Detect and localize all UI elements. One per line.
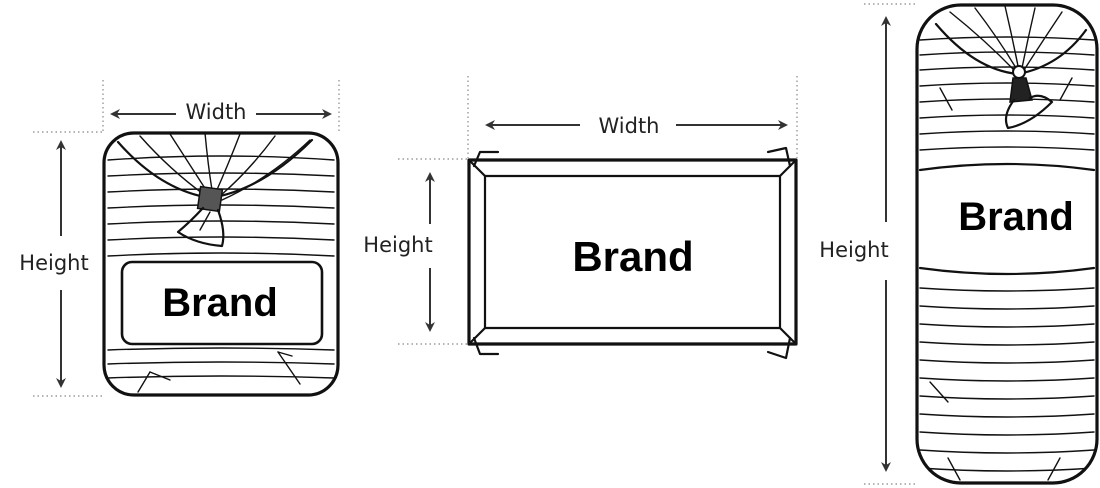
brand-label: Brand xyxy=(572,233,693,280)
sack-ribs xyxy=(107,133,335,393)
pack-inner xyxy=(483,174,782,330)
sack-outline xyxy=(915,3,1099,485)
brand-label: Brand xyxy=(162,281,278,325)
flat-pack-figure: Width Height Brand xyxy=(363,76,798,360)
brand-panel xyxy=(120,260,324,346)
tall-sack-figure: Height xyxy=(819,3,1099,485)
cord-lock-icon xyxy=(176,185,225,248)
pack-outer xyxy=(467,158,798,346)
brand-label: Brand xyxy=(958,195,1074,239)
sack-outline xyxy=(102,131,340,397)
height-label: Height xyxy=(19,251,88,275)
height-label: Height xyxy=(819,238,888,262)
width-label: Width xyxy=(185,100,246,124)
cord-lock-icon xyxy=(1004,65,1054,130)
pack-corners xyxy=(467,146,798,360)
stuff-sack-figure: Width Height xyxy=(19,80,340,397)
width-label: Width xyxy=(598,114,659,138)
height-label: Height xyxy=(363,233,432,257)
sack-ribs xyxy=(918,5,1096,481)
